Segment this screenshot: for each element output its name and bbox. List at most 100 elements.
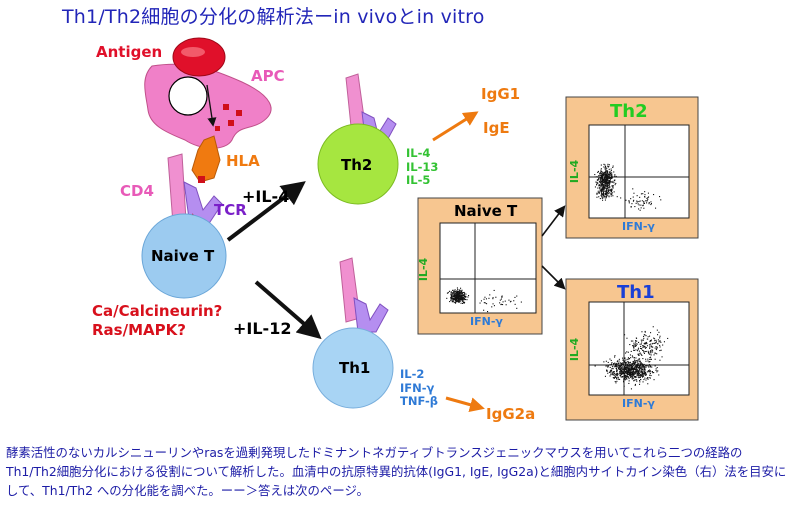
facs-event-dot xyxy=(501,295,503,297)
facs-event-dot xyxy=(599,180,601,182)
facs-event-dot xyxy=(602,182,604,184)
facs-event-dot xyxy=(615,376,617,378)
facs-event-dot xyxy=(641,339,643,341)
facs-event-dot xyxy=(609,187,611,189)
facs-event-dot xyxy=(611,373,613,375)
facs-event-dot xyxy=(608,196,610,198)
facs-event-dot xyxy=(623,378,625,380)
facs-event-dot xyxy=(461,299,463,301)
facs-event-dot xyxy=(650,366,652,368)
facs-event-dot xyxy=(462,292,464,294)
facs-event-dot xyxy=(640,379,642,381)
facs-event-dot xyxy=(608,164,610,166)
facs-event-dot xyxy=(629,369,631,371)
facs-event-dot xyxy=(661,356,663,358)
facs-event-dot xyxy=(640,339,642,341)
facs-event-dot xyxy=(635,372,637,374)
facs-event-dot xyxy=(636,201,638,203)
facs-event-dot xyxy=(610,168,612,170)
facs-event-dot xyxy=(455,297,457,299)
facs-event-dot xyxy=(620,197,622,199)
facs-event-dot xyxy=(446,297,448,299)
facs-event-dot xyxy=(459,300,461,302)
facs-event-dot xyxy=(603,166,605,168)
facs-event-dot xyxy=(460,299,462,301)
facs-event-dot xyxy=(642,339,644,341)
facs-event-dot xyxy=(633,349,635,351)
facs-event-dot xyxy=(606,194,608,196)
facs-event-dot xyxy=(451,294,453,296)
facs-event-dot xyxy=(628,369,630,371)
antigen-fragment xyxy=(228,120,234,126)
facs-event-dot xyxy=(655,341,657,343)
facs-event-dot xyxy=(633,342,635,344)
th1-cytokine: IFN-γ xyxy=(400,380,435,395)
facs-event-dot xyxy=(641,341,643,343)
facs-event-dot xyxy=(609,371,611,373)
facs-event-dot xyxy=(606,180,608,182)
facs-event-dot xyxy=(607,177,609,179)
facs-event-dot xyxy=(609,364,611,366)
facs-event-dot xyxy=(606,369,608,371)
facs-event-dot xyxy=(457,299,459,301)
facs-event-dot xyxy=(613,377,615,379)
facs-event-dot xyxy=(645,373,647,375)
facs-event-dot xyxy=(636,379,638,381)
facs-event-dot xyxy=(630,369,632,371)
facs-event-dot xyxy=(615,365,617,367)
facs-event-dot xyxy=(652,326,654,328)
facs-event-dot xyxy=(628,380,630,382)
facs-event-dot xyxy=(626,351,628,353)
facs-event-dot xyxy=(638,354,640,356)
facs-event-dot xyxy=(594,365,596,367)
facs-event-dot xyxy=(629,362,631,364)
facs-event-dot xyxy=(467,296,469,298)
il12-stimulus-label: +IL-12 xyxy=(233,319,292,338)
facs-event-dot xyxy=(662,344,664,346)
facs-event-dot xyxy=(610,190,612,192)
facs-event-dot xyxy=(642,375,644,377)
facs-event-dot xyxy=(632,200,634,202)
facs-event-dot xyxy=(643,352,645,354)
facs-event-dot xyxy=(625,368,627,370)
facs-event-dot xyxy=(626,373,628,375)
facs-event-dot xyxy=(599,188,601,190)
facs-event-dot xyxy=(456,293,458,295)
facs-event-dot xyxy=(639,352,641,354)
facs-event-dot xyxy=(611,188,613,190)
facs-event-dot xyxy=(643,367,645,369)
facs-event-dot xyxy=(605,175,607,177)
facs-event-dot xyxy=(645,347,647,349)
facs-event-dot xyxy=(598,184,600,186)
facs-event-dot xyxy=(640,204,642,206)
facs-event-dot xyxy=(609,375,611,377)
facs-event-dot xyxy=(636,343,638,345)
facs-event-dot xyxy=(647,198,649,200)
facs-event-dot xyxy=(461,297,463,299)
facs-event-dot xyxy=(632,375,634,377)
facs-event-dot xyxy=(605,172,607,174)
facs-event-dot xyxy=(603,197,605,199)
facs-event-dot xyxy=(634,377,636,379)
th1-cell xyxy=(312,327,394,409)
facs-event-dot xyxy=(644,331,646,333)
facs-event-dot xyxy=(608,190,610,192)
facs-event-dot xyxy=(629,344,631,346)
facs-th2-title: Th2 xyxy=(610,101,648,122)
facs-event-dot xyxy=(643,346,645,348)
facs-event-dot xyxy=(601,171,603,173)
facs-event-dot xyxy=(626,377,628,379)
facs-event-dot xyxy=(609,192,611,194)
facs-event-dot xyxy=(643,335,645,337)
facs-event-dot xyxy=(627,364,629,366)
facs-event-dot xyxy=(648,196,650,198)
facs-event-dot xyxy=(643,372,645,374)
facs-event-dot xyxy=(644,371,646,373)
facs-event-dot xyxy=(610,178,612,180)
facs-event-dot xyxy=(619,373,621,375)
facs-event-dot xyxy=(635,365,637,367)
antigen-fragment xyxy=(236,110,242,116)
facs-event-dot xyxy=(620,363,622,365)
facs-event-dot xyxy=(645,379,647,381)
facs-event-dot xyxy=(633,367,635,369)
